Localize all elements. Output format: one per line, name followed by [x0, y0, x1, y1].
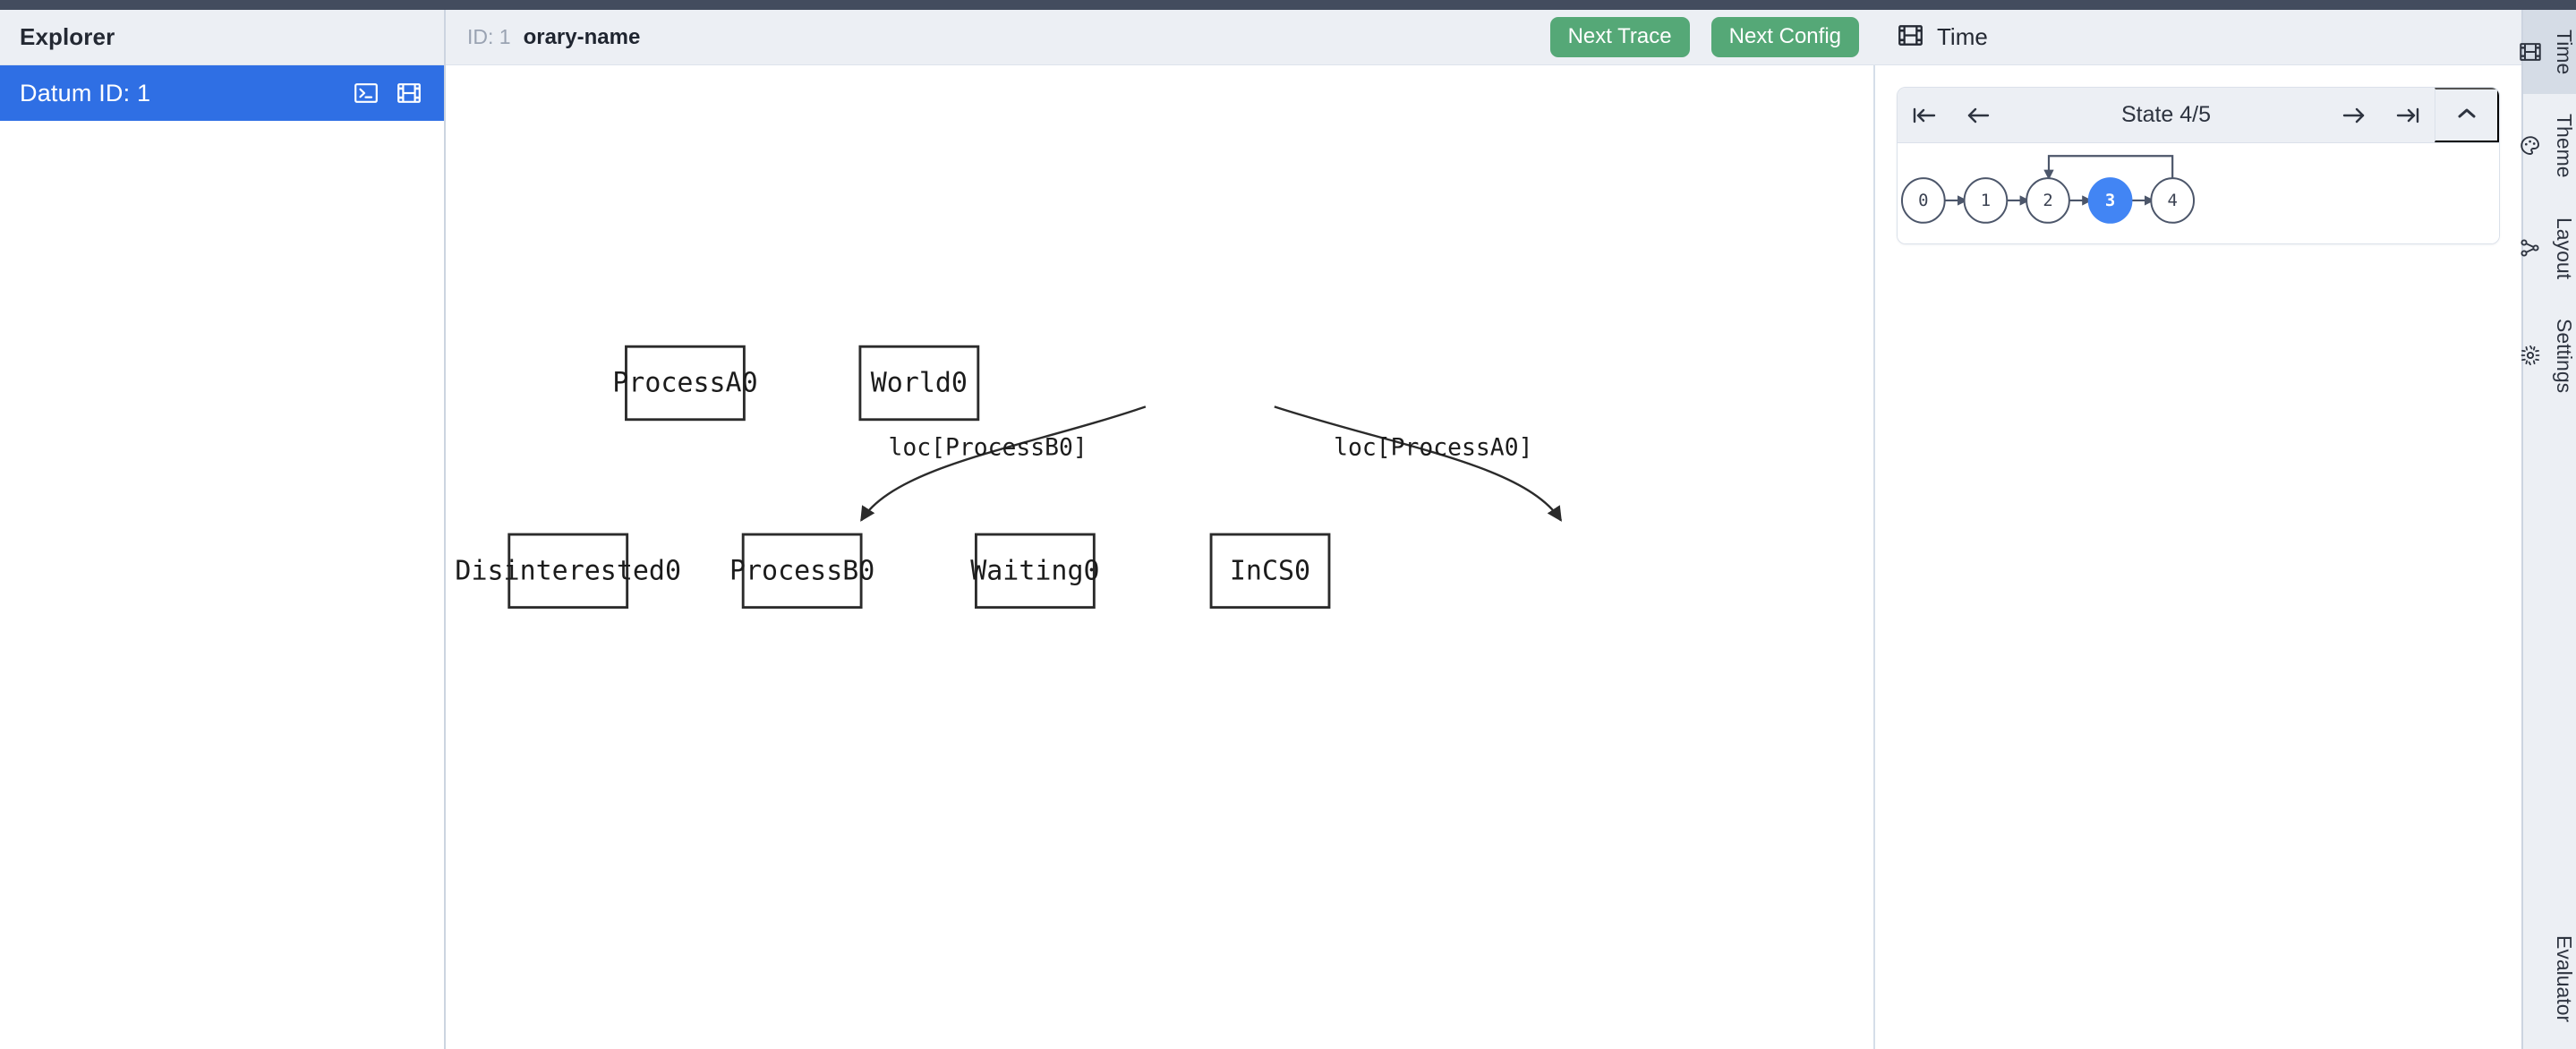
state-trace-graph[interactable]: 0 1 2 3: [1898, 143, 2499, 243]
graph-node-processa0[interactable]: ProcessA0: [612, 345, 758, 422]
next-trace-button[interactable]: Next Trace: [1549, 17, 1690, 57]
explorer-sidebar: Explorer Datum ID: 1: [0, 10, 446, 1049]
rail-tab-evaluator[interactable]: Evaluator: [2523, 916, 2576, 1049]
edge-label-loc-processb0: loc[ProcessB0]: [888, 434, 1087, 461]
datum-label: Datum ID: 1: [20, 79, 151, 107]
time-nav-bar: State 4/5: [1898, 88, 2499, 143]
state-node-label: 2: [2043, 191, 2052, 210]
main-panel: ID: 1 orary-name Next Trace Next Config: [446, 10, 1875, 1049]
first-state-button[interactable]: [1898, 88, 1951, 142]
instance-graph-canvas[interactable]: loc[ProcessB0] loc[ProcessA0] ProcessA0 …: [446, 65, 1875, 1049]
edge-world0-incs0: [1274, 405, 1563, 522]
graph-node-label: InCS0: [1230, 556, 1310, 587]
graph-node-disinterested0[interactable]: Disinterested0: [455, 533, 681, 610]
graph-node-label: World0: [871, 368, 968, 399]
explorer-title: Explorer: [20, 23, 115, 50]
time-panel-header: Time: [1875, 10, 2521, 65]
main-header: ID: 1 orary-name Next Trace Next Config: [446, 10, 1875, 65]
graph-node-world0[interactable]: World0: [858, 345, 980, 422]
right-rail: Time Theme: [2520, 10, 2576, 1049]
graph-node-label: ProcessA0: [612, 368, 757, 399]
instance-graph-svg: loc[ProcessB0] loc[ProcessA0] ProcessA0 …: [455, 345, 1563, 610]
terminal-icon[interactable]: [354, 83, 378, 103]
rail-spacer: [2523, 413, 2576, 916]
nodes-icon: [2520, 237, 2541, 259]
collapse-time-panel-button[interactable]: [2435, 88, 2499, 142]
prev-state-button[interactable]: [1951, 88, 2005, 142]
rail-tab-label: Settings: [2553, 318, 2576, 394]
datum-id-label: ID: 1: [467, 25, 511, 48]
main-body: Explorer Datum ID: 1: [0, 10, 2576, 1049]
graph-node-processb0[interactable]: ProcessB0: [729, 533, 874, 610]
next-state-button[interactable]: [2327, 88, 2381, 142]
next-config-button[interactable]: Next Config: [1710, 17, 1859, 57]
state-counter-label: State 4/5: [2120, 102, 2212, 127]
rail-tab-layout[interactable]: Layout: [2520, 198, 2576, 299]
state-edge-4-2-back: [2043, 155, 2174, 181]
film-icon[interactable]: [397, 83, 421, 103]
last-state-button[interactable]: [2381, 88, 2435, 142]
time-navigator-card: State 4/5: [1897, 87, 2500, 244]
graph-node-label: Waiting0: [970, 556, 1099, 587]
rail-tab-label: Time: [2553, 30, 2576, 75]
time-panel-title: Time: [1937, 23, 1988, 50]
graph-node-label: Disinterested0: [455, 556, 681, 587]
rail-tab-settings[interactable]: Settings: [2520, 299, 2576, 413]
state-node-1[interactable]: 1: [1963, 177, 2009, 224]
gear-icon: [2520, 345, 2541, 366]
rail-tab-time[interactable]: Time: [2520, 10, 2576, 95]
state-node-label: 4: [2167, 191, 2177, 210]
datum-actions: [354, 83, 421, 103]
graph-node-label: ProcessB0: [729, 556, 874, 587]
state-node-0[interactable]: 0: [1900, 177, 1946, 224]
state-nodes: 0 1 2 3: [1900, 177, 2196, 224]
rail-tab-label: Layout: [2553, 217, 2576, 279]
time-panel: Time: [1875, 10, 2522, 1049]
graph-node-incs0[interactable]: InCS0: [1209, 533, 1331, 610]
state-edges: [1944, 155, 2174, 206]
rail-tab-label: Evaluator: [2553, 934, 2576, 1022]
graph-nodes: ProcessA0 World0 Disinterested0 Pro: [455, 345, 1331, 610]
rail-tab-label: Theme: [2553, 114, 2576, 178]
chevron-up-icon: [2455, 106, 2478, 124]
state-node-label: 0: [1918, 191, 1928, 210]
edge-world0-disinterested0: [860, 405, 1147, 522]
graph-node-waiting0[interactable]: Waiting0: [970, 533, 1100, 610]
film-icon: [1898, 24, 1923, 50]
film-icon: [2520, 43, 2541, 62]
state-node-4[interactable]: 4: [2150, 177, 2196, 224]
state-node-label: 1: [1981, 191, 1991, 210]
state-node-2[interactable]: 2: [2026, 177, 2070, 224]
graph-edge-labels: loc[ProcessB0] loc[ProcessA0]: [888, 434, 1532, 461]
edge-label-loc-processa0: loc[ProcessA0]: [1334, 434, 1532, 461]
rail-tab-theme[interactable]: Theme: [2520, 94, 2576, 198]
state-node-label: 3: [2105, 191, 2115, 210]
datum-name: orary-name: [523, 24, 641, 49]
graph-edges: [860, 405, 1563, 522]
window-top-strip: [0, 0, 2576, 10]
state-node-3[interactable]: 3: [2087, 177, 2133, 224]
sidebar-item-datum-1[interactable]: Datum ID: 1: [0, 65, 444, 121]
palette-icon: [2520, 135, 2541, 157]
explorer-header: Explorer: [0, 10, 444, 65]
